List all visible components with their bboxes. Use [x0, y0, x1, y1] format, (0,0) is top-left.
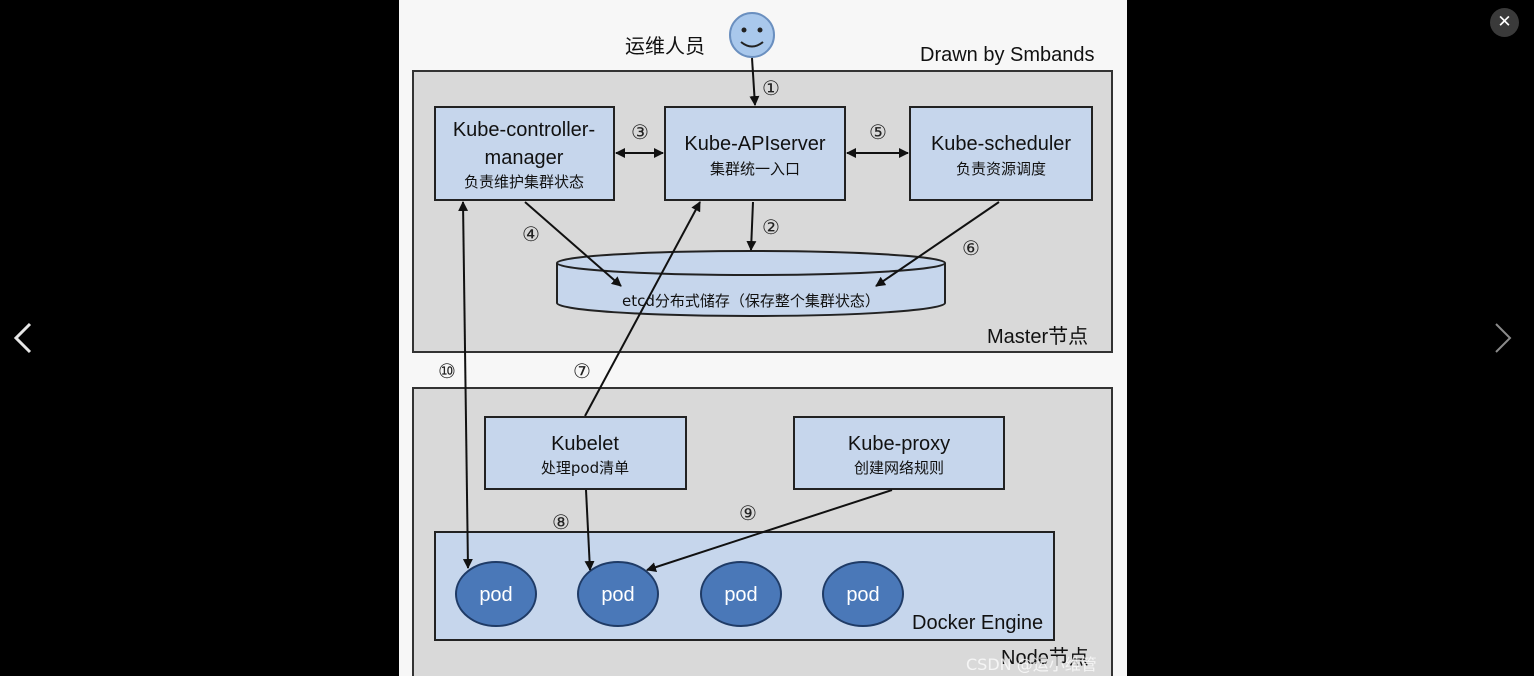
kube-apiserver-box: Kube-APIserver 集群统一入口: [664, 106, 846, 201]
kubelet-title: Kubelet: [551, 433, 619, 455]
pod-label: pod: [724, 584, 757, 606]
step-6: ⑥: [962, 236, 980, 260]
apiserver-subtitle: 集群统一入口: [710, 160, 800, 178]
node-label: Node节点: [1001, 646, 1089, 669]
arrow-kubelet-to-apiserver: [584, 201, 701, 417]
pod-label: pod: [846, 584, 879, 606]
arrow-scheduler-to-etcd: [875, 201, 1000, 287]
step-3: ③: [631, 120, 649, 144]
step-8: ⑧: [552, 510, 570, 534]
chevron-left-icon: [13, 322, 32, 354]
step-1: ①: [762, 76, 780, 100]
kube-proxy-box: Kube-proxy 创建网络规则: [793, 416, 1005, 490]
kube-controller-manager-box: Kube-controller- manager 负责维护集群状态: [434, 106, 615, 201]
close-icon: ✕: [1497, 12, 1512, 32]
chevron-right-icon: [1495, 323, 1512, 353]
step-5: ⑤: [869, 120, 887, 144]
architecture-diagram: 运维人员 Drawn by Smbands Master节点 Kube-cont…: [412, 12, 1113, 676]
watermark: CSDN @运小维管: [966, 655, 1097, 674]
pod-1: pod: [455, 561, 537, 627]
user-label: 运维人员: [625, 35, 705, 58]
step-4: ④: [522, 222, 540, 246]
step-10: ⑩: [438, 359, 456, 383]
close-button[interactable]: ✕: [1490, 8, 1519, 37]
controller-title-line1: Kube-controller-: [453, 119, 595, 141]
pod-4: pod: [822, 561, 904, 627]
scheduler-subtitle: 负责资源调度: [956, 160, 1046, 178]
etcd-cylinder: etcd分布式储存（保存整个集群状态）: [556, 250, 946, 317]
arrow-controller-to-etcd: [524, 201, 622, 287]
arrow-apiserver-to-etcd: [746, 201, 757, 251]
controller-subtitle: 负责维护集群状态: [464, 173, 584, 191]
step-7: ⑦: [573, 359, 591, 383]
proxy-title: Kube-proxy: [848, 433, 950, 455]
step-9: ⑨: [739, 501, 757, 525]
next-image-button[interactable]: [1488, 320, 1516, 356]
pod-label: pod: [601, 584, 634, 606]
kubelet-subtitle: 处理pod清单: [541, 459, 629, 477]
pod-2: pod: [577, 561, 659, 627]
previous-image-button[interactable]: [10, 320, 38, 356]
smiley-face-icon: [729, 12, 775, 58]
pod-label: pod: [479, 584, 512, 606]
controller-title-line2: manager: [485, 147, 564, 169]
scheduler-title: Kube-scheduler: [931, 133, 1071, 155]
master-label: Master节点: [987, 325, 1088, 348]
pod-3: pod: [700, 561, 782, 627]
kube-scheduler-box: Kube-scheduler 负责资源调度: [909, 106, 1093, 201]
arrow-kubelet-to-pod: [584, 489, 595, 571]
viewer-image: 运维人员 Drawn by Smbands Master节点 Kube-cont…: [399, 0, 1127, 676]
docker-engine-label: Docker Engine: [912, 612, 1043, 634]
arrow-user-to-apiserver: [749, 57, 760, 106]
etcd-label: etcd分布式储存（保存整个集群状态）: [622, 292, 880, 310]
apiserver-title: Kube-APIserver: [684, 133, 826, 155]
step-2: ②: [762, 215, 780, 239]
credit-text: Drawn by Smbands: [920, 44, 1095, 66]
proxy-subtitle: 创建网络规则: [854, 459, 944, 477]
kubelet-box: Kubelet 处理pod清单: [484, 416, 687, 490]
arrow-controller-pod: [458, 201, 473, 569]
arrow-proxy-to-pod: [646, 489, 893, 572]
